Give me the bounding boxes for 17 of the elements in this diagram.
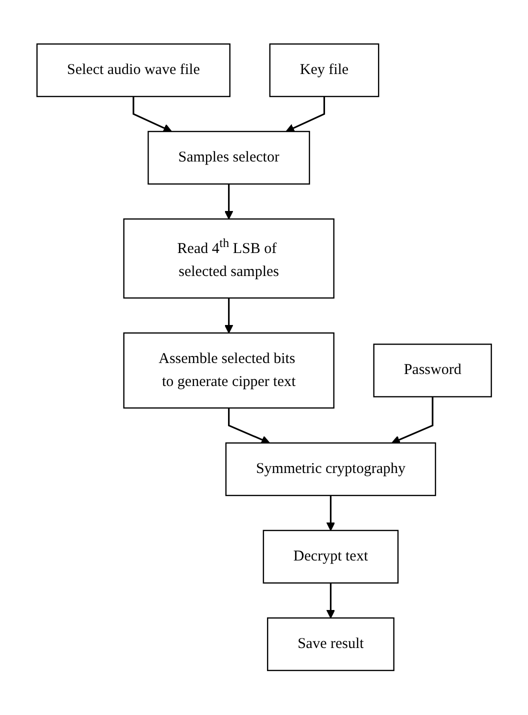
- arrow: [326, 583, 335, 619]
- arrow: [326, 496, 335, 532]
- node-box: Decrypt text: [262, 530, 398, 584]
- arrow: [224, 184, 234, 220]
- node-box: Read 4$^{th}$ LSB of selected samples: [123, 218, 334, 299]
- node-box: Select audio wave file: [36, 44, 230, 98]
- node-box: Key file: [269, 44, 380, 98]
- node-box: Assemble selected bits to generate cipper text: [123, 332, 334, 409]
- arrow: [224, 298, 234, 334]
- arrow: [228, 408, 270, 444]
- arrow: [286, 96, 325, 132]
- node-box: Symmetric cryptography: [225, 442, 436, 496]
- arrow: [132, 96, 172, 132]
- arrow: [391, 397, 434, 444]
- node-box: Save result: [266, 618, 394, 672]
- node-box: Password: [373, 344, 492, 398]
- node-box: Samples selector: [147, 131, 310, 185]
